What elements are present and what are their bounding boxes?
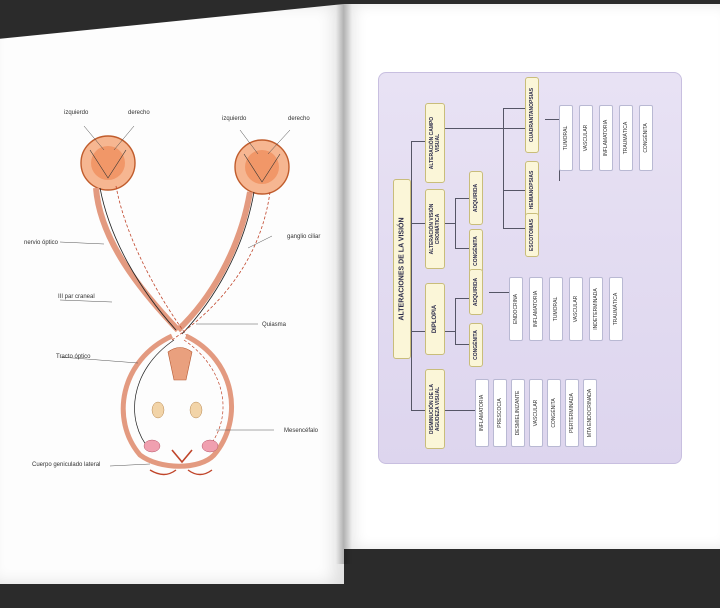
branch-agudeza-visual: DISMINUCIÓN DE LA AGUDEZA VISUAL [425, 369, 445, 449]
leaf-diplopia: INDETERMINADA [589, 277, 603, 341]
leaf-diplopia: TUMORAL [549, 277, 563, 341]
optic-pathways [93, 185, 271, 469]
leaf-diplopia: VASCULAR [569, 277, 583, 341]
label-nervio-optico: nervio óptico [24, 240, 59, 246]
leaf-diplopia: TRAUMÁTICA [609, 277, 623, 341]
leaf-diplopia: ENDOCRINA [509, 277, 523, 341]
root-label: ALTERACIONES DE LA VISIÓN [398, 217, 406, 321]
left-eyeball [80, 125, 136, 191]
concept-map-panel: ALTERACIONES DE LA VISIÓN ALTERACIÓN CAM… [378, 72, 682, 464]
label-leaders [59, 235, 274, 467]
label-ganglio-ciliar: ganglio ciliar [287, 234, 320, 240]
node-hemianopsias: HEMIANOPSIAS [525, 161, 539, 219]
leaf-campo: TRAUMÁTICA [619, 105, 633, 171]
left-page [0, 4, 344, 584]
visual-pathway-figure: izquierdo derecho izquierdo derecho nerv… [24, 110, 320, 476]
label-izquierdo-left: izquierdo [64, 110, 89, 116]
leaf-agudeza: MTA ENDOCRINADA [583, 379, 597, 447]
node-cromatica-congenita: CONGÉNITA [469, 229, 483, 273]
leaf-campo: INFLAMATORIA [599, 105, 613, 171]
branch-campo-visual: ALTERACIÓN CAMPO VISUAL [425, 103, 445, 183]
label-tracto-optico: Tracto óptico [56, 354, 91, 360]
diplopia-leaves: ENDOCRINA INFLAMATORIA TUMORAL VASCULAR … [509, 277, 649, 347]
campo-leaves: TUMORAL VASCULAR INFLAMATORIA TRAUMÁTICA… [559, 105, 659, 175]
label-izquierdo-right: izquierdo [222, 116, 247, 122]
leaf-campo: CONGÉNITA [639, 105, 653, 171]
leaf-agudeza: CONGÉNITA [547, 379, 561, 447]
label-cuerpo-geniculado: Cuerpo geniculado lateral [32, 462, 100, 468]
leaf-agudeza: PRESCOCIA [493, 379, 507, 447]
agudeza-leaves: INFLAMATORIA PRESCOCIA DESMIELINIZANTE V… [475, 379, 625, 453]
leaf-campo: VASCULAR [579, 105, 593, 171]
node-diplopia-congenita: CONGÉNITA [469, 323, 483, 367]
branch-diplopia: DIPLOPIA [425, 283, 445, 355]
leaf-agudeza: VASCULAR [529, 379, 543, 447]
right-eyeball [234, 129, 291, 195]
root-node: ALTERACIONES DE LA VISIÓN [393, 179, 411, 359]
book-spine [336, 4, 352, 564]
node-escotomas: ESCOTOMAS [525, 213, 539, 257]
midbrain-structures [143, 347, 219, 476]
label-quiasma: Quiasma [262, 322, 287, 328]
branch-vision-cromatica: ALTERACIÓN VISIÓN CROMÁTICA [425, 189, 445, 269]
node-diplopia-adquirida: ADQUIRIDA [469, 269, 483, 315]
leaf-diplopia: INFLAMATORIA [529, 277, 543, 341]
leaf-campo: TUMORAL [559, 105, 573, 171]
leaf-agudeza: PERTERMINADA [565, 379, 579, 447]
node-cuadrantanopsias: CUADRANTANOPSIAS [525, 77, 539, 153]
label-derecho-right: derecho [288, 116, 310, 122]
label-iii-par-craneal: III par craneal [58, 294, 95, 300]
trunk-line [411, 141, 412, 411]
label-mesencefalo: Mesencéfalo [284, 428, 319, 434]
leaf-agudeza: INFLAMATORIA [475, 379, 489, 447]
leaf-agudeza: DESMIELINIZANTE [511, 379, 525, 447]
node-cromatica-adquirida: ADQUIRIDA [469, 171, 483, 225]
label-derecho-left: derecho [128, 110, 150, 116]
